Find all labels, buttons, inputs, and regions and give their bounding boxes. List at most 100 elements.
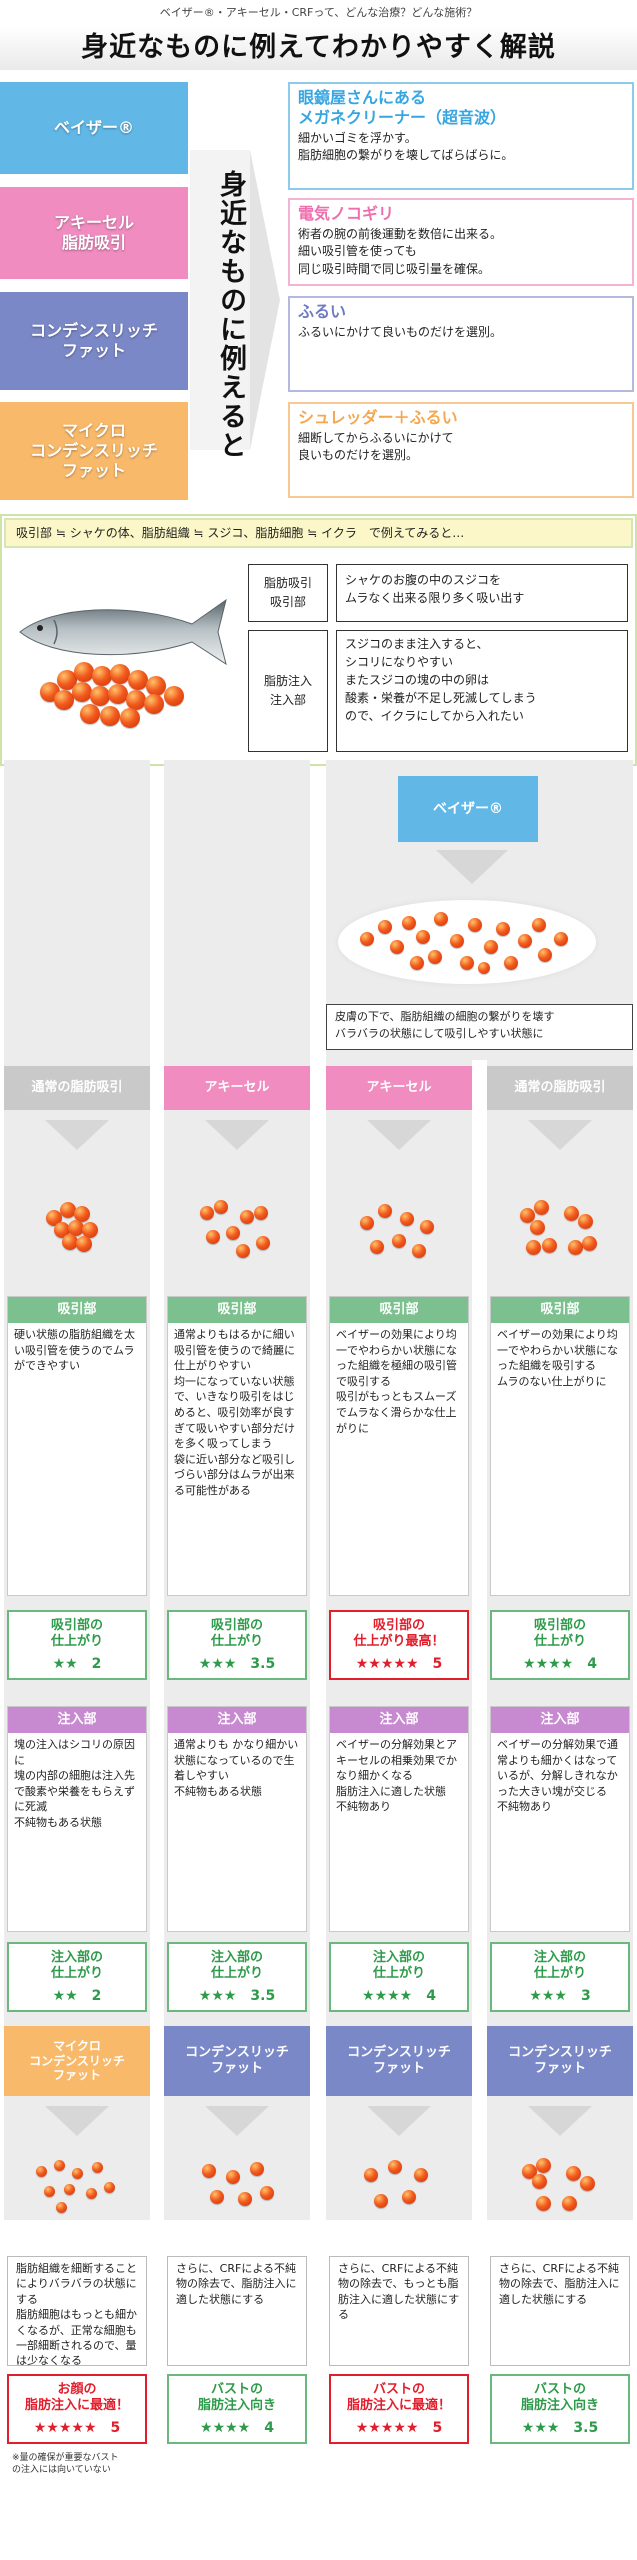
analogy-heading: シュレッダー＋ふるい — [298, 408, 458, 427]
grade-title: 吸引部の 仕上がり — [533, 1618, 586, 1650]
card-text: ベイザーの効果により均一でやわらかい状態になった組織を極細の吸引管で吸引する 吸… — [336, 1328, 457, 1435]
grade-title: 吸引部の 仕上がり — [210, 1618, 263, 1650]
grade-stars: ★★★ 3.5 — [198, 1987, 276, 2004]
injection-grade-1: 注入部の 仕上がり ★★ 2 — [7, 1942, 147, 2012]
analogy-box-vaser: 眼鏡屋さんにある メガネクリーナー（超音波） 細かいゴミを浮かす。 脂肪細胞の繋… — [288, 82, 634, 190]
injection-card-3: 注入部 ベイザーの分解効果とアキーセルの相乗効果でかなり細かくなる 脂肪注入に適… — [329, 1706, 469, 1932]
final-text-1: 脂肪組織を細断することによりバラバラの状態にする 脂肪細胞はもっとも細かくなるが… — [7, 2256, 147, 2367]
arrow-down-icon — [45, 1120, 109, 1150]
card-heading: 注入部 — [8, 1707, 146, 1733]
grade-title: バストの 脂肪注入に最適！ — [346, 2382, 451, 2414]
page-title: 身近なものに例えてわかりやすく解説 — [0, 26, 637, 70]
arrow-down-icon — [367, 2106, 431, 2136]
grade-title: バストの 脂肪注入向き — [197, 2382, 276, 2414]
analogy-box-crf: ふるい ふるいにかけて良いものだけを選別。 — [288, 296, 634, 392]
arrow-down-icon — [436, 850, 508, 884]
vaser-description: 皮膚の下で、脂肪組織の細胞の繋がりを壊す バラバラの状態にして吸引しやすい状態に — [326, 1004, 633, 1050]
analogy-text: 術者の腕の前後運動を数倍に出来る。 細い吸引管を使っても 同じ吸引時間で同じ吸引… — [298, 227, 503, 276]
grade-stars: ★★★★★ 5 — [355, 2419, 443, 2436]
roe-cluster — [40, 660, 200, 730]
column-label-4: 通常の脂肪吸引 — [487, 1066, 633, 1110]
grade-stars: ★★★★ 4 — [200, 2419, 274, 2436]
roe-scatter-2 — [196, 1196, 286, 1262]
grade-stars: ★★★★ 4 — [523, 1655, 597, 1672]
grade-stars: ★★★★ 4 — [362, 1987, 436, 2004]
pointer-arrow-icon — [190, 150, 280, 450]
grade-title: 注入部の 仕上がり — [210, 1950, 263, 1982]
card-text: 通常よりも かなり細かい状態になっているので生着しやすい 不純物もある状態 — [174, 1738, 299, 1798]
arrow-down-icon — [205, 2106, 269, 2136]
grade-stars: ★★★★★ 5 — [33, 2419, 121, 2436]
injection-grade-2: 注入部の 仕上がり ★★★ 3.5 — [167, 1942, 307, 2012]
card-text: ベイザーの分解効果で通常よりも細かくはなっているが、分解しきれなかった大きい塊が… — [497, 1738, 618, 1814]
analogy-box-aquicell: 電気ノコギリ 術者の腕の前後運動を数倍に出来る。 細い吸引管を使っても 同じ吸引… — [288, 198, 634, 286]
crf-label-4: コンデンスリッチ ファット — [487, 2026, 633, 2096]
roe-fine-2 — [196, 2156, 286, 2216]
final-text-4: さらに、CRFによる不純物の除去で、脂肪注入に適した状態にする — [490, 2256, 630, 2366]
vaser-label: ベイザー® — [398, 776, 538, 842]
suction-grade-3: 吸引部の 仕上がり最高！ ★★★★★ 5 — [329, 1610, 469, 1680]
analogy-label-injection: 脂肪注入 注入部 — [248, 630, 328, 752]
card-text: ベイザーの分解効果とアキーセルの相乗効果でかなり細かくなる 脂肪注入に適した状態… — [336, 1738, 457, 1814]
card-text: 硬い状態の脂肪組織を太い吸引管を使うのでムラができやすい — [14, 1328, 135, 1373]
injection-grade-3: 注入部の 仕上がり ★★★★ 4 — [329, 1942, 469, 2012]
category-crf: コンデンスリッチ ファット — [0, 292, 188, 390]
analogy-heading: 電気ノコギリ — [298, 204, 395, 223]
analogy-label-suction: 脂肪吸引 吸引部 — [248, 564, 328, 622]
final-text-2: さらに、CRFによる不純物の除去で、脂肪注入に適した状態にする — [167, 2256, 307, 2366]
suction-grade-2: 吸引部の 仕上がり ★★★ 3.5 — [167, 1610, 307, 1680]
analogy-box-micro-crf: シュレッダー＋ふるい 細断してからふるいにかけて 良いものだけを選別。 — [288, 402, 634, 498]
grade-stars: ★★ 2 — [52, 1655, 102, 1672]
card-heading: 吸引部 — [168, 1297, 306, 1323]
analogy-text-injection: スジコのまま注入すると、 シコリになりやすい またスジコの塊の中の卵は 酸素・栄… — [336, 630, 628, 752]
grade-stars: ★★★ 3.5 — [198, 1655, 276, 1672]
analogy-heading: ふるい — [298, 302, 347, 321]
suction-grade-4: 吸引部の 仕上がり ★★★★ 4 — [490, 1610, 630, 1680]
card-heading: 吸引部 — [330, 1297, 468, 1323]
analogy-text-suction: シャケのお腹の中のスジコを ムラなく出来る限り多く吸い出す — [336, 564, 628, 622]
final-text-3: さらに、CRFによる不純物の除去で、もっとも脂肪注入に適した状態にする — [329, 2256, 469, 2366]
card-heading: 注入部 — [168, 1707, 306, 1733]
roe-fine-1 — [30, 2156, 126, 2216]
category-micro-crf: マイクロ コンデンスリッチ ファット — [0, 402, 188, 500]
suction-card-4: 吸引部 ベイザーの効果により均一でやわらかい状態になった組織を吸引する ムラのな… — [490, 1296, 630, 1596]
category-vaser: ベイザー® — [0, 82, 188, 174]
card-text: 通常よりもはるかに細い吸引管を使うので綺麗に仕上がりやすい 均一になっていない状… — [174, 1328, 295, 1498]
suction-card-1: 吸引部 硬い状態の脂肪組織を太い吸引管を使うのでムラができやすい — [7, 1296, 147, 1596]
card-heading: 吸引部 — [491, 1297, 629, 1323]
column-label-1: 通常の脂肪吸引 — [4, 1066, 150, 1110]
card-heading: 吸引部 — [8, 1297, 146, 1323]
roe-scatter-3 — [356, 1196, 446, 1262]
roe-clump-1 — [38, 1196, 118, 1256]
roe-fine-3 — [356, 2156, 446, 2216]
arrow-down-icon — [205, 1120, 269, 1150]
card-text: ベイザーの効果により均一でやわらかい状態になった組織を吸引する ムラのない仕上が… — [497, 1328, 618, 1388]
grade-stars: ★★★★★ 5 — [355, 1655, 443, 1672]
analogy-heading: 眼鏡屋さんにある メガネクリーナー（超音波） — [298, 88, 507, 127]
footnote: ※量の確保が重要なバスト の注入には向いていない — [12, 2453, 119, 2476]
suction-card-3: 吸引部 ベイザーの効果により均一でやわらかい状態になった組織を極細の吸引管で吸引… — [329, 1296, 469, 1596]
grade-stars: ★★★ 3 — [529, 1987, 591, 2004]
grade-title: 注入部の 仕上がり — [533, 1950, 586, 1982]
grade-title: 吸引部の 仕上がり最高！ — [353, 1618, 445, 1650]
final-grade-1: お顔の 脂肪注入に最適！ ★★★★★ 5 — [7, 2374, 147, 2444]
injection-card-4: 注入部 ベイザーの分解効果で通常よりも細かくはなっているが、分解しきれなかった大… — [490, 1706, 630, 1932]
injection-card-1: 注入部 塊の注入はシコリの原因に 塊の内部の細胞は注入先で酸素や栄養をもらえずに… — [7, 1706, 147, 1932]
arrow-down-icon — [367, 1120, 431, 1150]
injection-grade-4: 注入部の 仕上がり ★★★ 3 — [490, 1942, 630, 2012]
analogy-text: 細断してからふるいにかけて 良いものだけを選別。 — [298, 431, 454, 463]
analogy-text: 細かいゴミを浮かす。 脂肪細胞の繋がりを壊してばらばらに。 — [298, 131, 514, 163]
suction-grade-1: 吸引部の 仕上がり ★★ 2 — [7, 1610, 147, 1680]
vertical-title: 身近なものに例えると — [215, 170, 246, 460]
grade-title: バストの 脂肪注入向き — [520, 2382, 599, 2414]
grade-title: お顔の 脂肪注入に最適！ — [24, 2382, 129, 2414]
page-subtitle: ベイザー®・アキーセル・CRFって、どんな治療？どんな施術？ — [159, 6, 478, 19]
salmon-icon — [19, 598, 227, 666]
crf-label-3: コンデンスリッチ ファット — [326, 2026, 472, 2096]
card-heading: 注入部 — [330, 1707, 468, 1733]
category-aquicell: アキーセル 脂肪吸引 — [0, 187, 188, 279]
arrow-down-icon — [45, 2106, 109, 2136]
arrow-down-icon — [528, 2106, 592, 2136]
card-text: 塊の注入はシコリの原因に 塊の内部の細胞は注入先で酸素や栄養をもらえずに死滅 不… — [14, 1738, 135, 1830]
analogy-header: 吸引部 ≒ シャケの体、脂肪組織 ≒ スジコ、脂肪細胞 ≒ イクラ で例えてみる… — [4, 518, 633, 548]
